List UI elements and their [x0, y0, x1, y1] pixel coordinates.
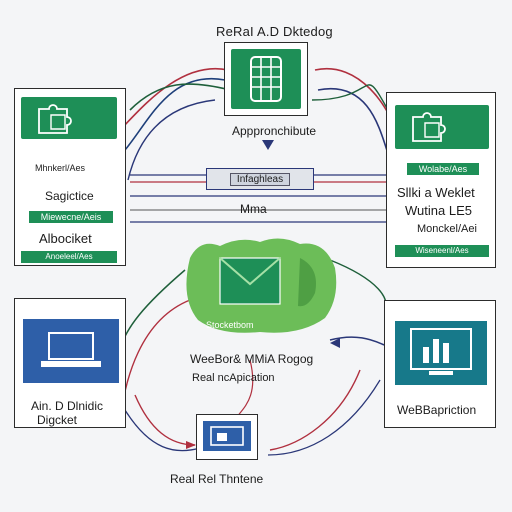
bottom-center-panel — [203, 421, 251, 451]
hub-sub-label: Mma — [240, 202, 267, 216]
middle-text-line1: WeeBor& MMiA Rogog — [190, 352, 314, 366]
middle-text-line2: Real ncApication — [192, 372, 275, 384]
right-card-header: Wolabe/Aes — [407, 163, 479, 175]
hub-node: Stocketbom — [180, 228, 340, 338]
database-icon — [250, 56, 282, 102]
right-card-line2: Wutina LE5 — [405, 203, 472, 218]
right-card-icon-panel — [395, 105, 489, 149]
bottom-right-label: WeBBapriction — [397, 403, 477, 417]
bottom-left-line2: Digcket — [37, 413, 78, 427]
left-card-footer: Anoeleel/Aes — [21, 251, 117, 263]
puzzle-icon — [38, 104, 72, 134]
window-icon — [210, 426, 244, 446]
bottom-center-box — [196, 414, 258, 460]
left-card: Mhnkerl/Aes Sagictice Miewecne/Aeis Albo… — [14, 88, 126, 266]
left-card-chip: Miewecne/Aeis — [29, 211, 113, 223]
right-card-footer: Wiseneenl/Aes — [395, 245, 489, 257]
diagram-title: ReRaI A.D Dktedog — [216, 24, 333, 39]
top-database-box — [224, 42, 308, 116]
hub-chip-label: Infaghleas — [229, 172, 291, 186]
web-app-panel — [395, 321, 487, 385]
hub-envelope-icon — [186, 238, 337, 333]
bottom-left-card: Ain. D Dlnidic Digcket — [14, 298, 126, 428]
hub-base-label: Stocketbom — [206, 320, 254, 330]
bottom-right-card: WeBBapriction — [384, 300, 496, 428]
right-card-line1: Sllki a Weklet — [397, 185, 475, 200]
hub-chip: Infaghleas — [206, 168, 314, 190]
right-card: Wolabe/Aes Sllki a Weklet Wutina LE5 Mon… — [386, 92, 496, 268]
left-card-icon-panel — [21, 97, 117, 139]
bottom-center-label: Real Rel Thntene — [170, 472, 264, 486]
laptop-icon — [41, 332, 101, 367]
laptop-panel — [23, 319, 119, 383]
right-card-line3: Monckel/Aei — [417, 223, 477, 235]
left-card-line1: Sagictice — [45, 189, 94, 203]
top-caption: Apppronchibute — [232, 124, 317, 138]
bottom-left-line1: Ain. D Dlnidic — [31, 399, 104, 413]
monitor-chart-icon — [410, 328, 472, 375]
left-card-header: Mhnkerl/Aes — [35, 163, 86, 173]
puzzle-icon — [412, 112, 446, 142]
left-card-line2: Albociket — [39, 231, 92, 246]
database-panel — [231, 49, 301, 109]
